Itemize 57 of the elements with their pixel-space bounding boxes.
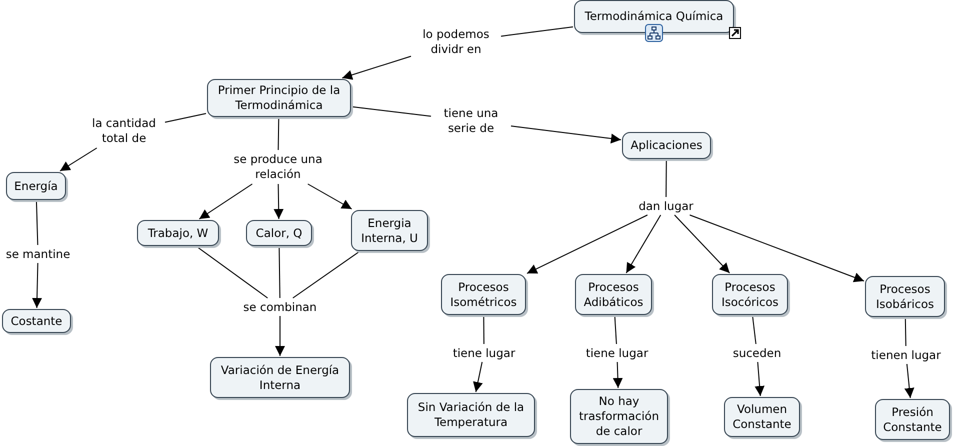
linking-phrase: tiene lugar: [452, 346, 516, 360]
concept-box: Trabajo, W: [137, 220, 219, 246]
linking-phrase: se produce una relación: [232, 152, 324, 182]
connector-line: [752, 316, 756, 344]
linking-phrase: suceden: [732, 346, 782, 360]
arrow: [307, 184, 352, 210]
linking-phrase: la cantidad total de: [91, 116, 157, 146]
connector-line: [278, 118, 280, 150]
arrow: [612, 362, 623, 388]
concept-box: Variación de Energía Interna: [210, 357, 350, 398]
connector-line: [904, 318, 906, 346]
connector-line: [614, 316, 617, 344]
connector-line: [292, 252, 360, 298]
concept-box: No hay trasformación de calor: [570, 389, 668, 444]
arrow: [626, 214, 662, 274]
linking-phrase: tiene una serie de: [442, 106, 500, 136]
arrow: [689, 214, 864, 282]
arrow: [674, 214, 730, 274]
concept-box: Volumen Constante: [724, 397, 800, 437]
connector-line: [500, 26, 574, 37]
arrow: [32, 262, 42, 308]
arrow: [342, 56, 412, 80]
linking-phrase: se mantine: [6, 246, 70, 262]
linking-phrase: tiene lugar: [586, 346, 648, 360]
linking-phrase: lo podemos dividr en: [422, 27, 490, 57]
connector-line: [164, 113, 206, 123]
concept-box: Sin Variación de la Temperatura: [407, 393, 535, 437]
concept-box: Procesos Isocóricos: [712, 274, 788, 315]
concept-box: Procesos Adibáticos: [575, 274, 652, 315]
connector-line: [666, 160, 667, 198]
arrow: [275, 316, 285, 356]
arrow: [60, 148, 98, 172]
concept-box: Procesos Isométricos: [441, 274, 526, 315]
linking-phrase: se combinan: [243, 300, 317, 314]
connector-line: [483, 316, 484, 344]
arrow: [274, 184, 284, 220]
concept-box: Costante: [2, 309, 71, 333]
concept-box: Termodinámica Química: [574, 0, 734, 33]
concept-box: Procesos Isobáricos: [865, 276, 945, 317]
connector-line: [36, 200, 38, 246]
linking-phrase: dan lugar: [638, 198, 694, 214]
linking-phrase: tienen lugar: [871, 348, 941, 362]
arrow: [526, 214, 648, 274]
connector-line: [196, 246, 268, 298]
concept-box: Aplicaciones: [622, 132, 711, 159]
arrow: [472, 362, 483, 392]
concept-box: Energia Interna, U: [351, 210, 428, 251]
concept-box: Calor, Q: [246, 220, 312, 246]
concept-box: Presión Constante: [875, 399, 950, 440]
concept-box: Primer Principio de la Termodinámica: [207, 79, 351, 117]
connector-line: [352, 106, 432, 117]
concept-box: Energía: [6, 172, 66, 200]
connector-line: [278, 246, 280, 298]
arrow: [510, 126, 622, 144]
arrow: [198, 184, 253, 220]
arrow: [904, 364, 914, 398]
arrow: [754, 362, 765, 396]
